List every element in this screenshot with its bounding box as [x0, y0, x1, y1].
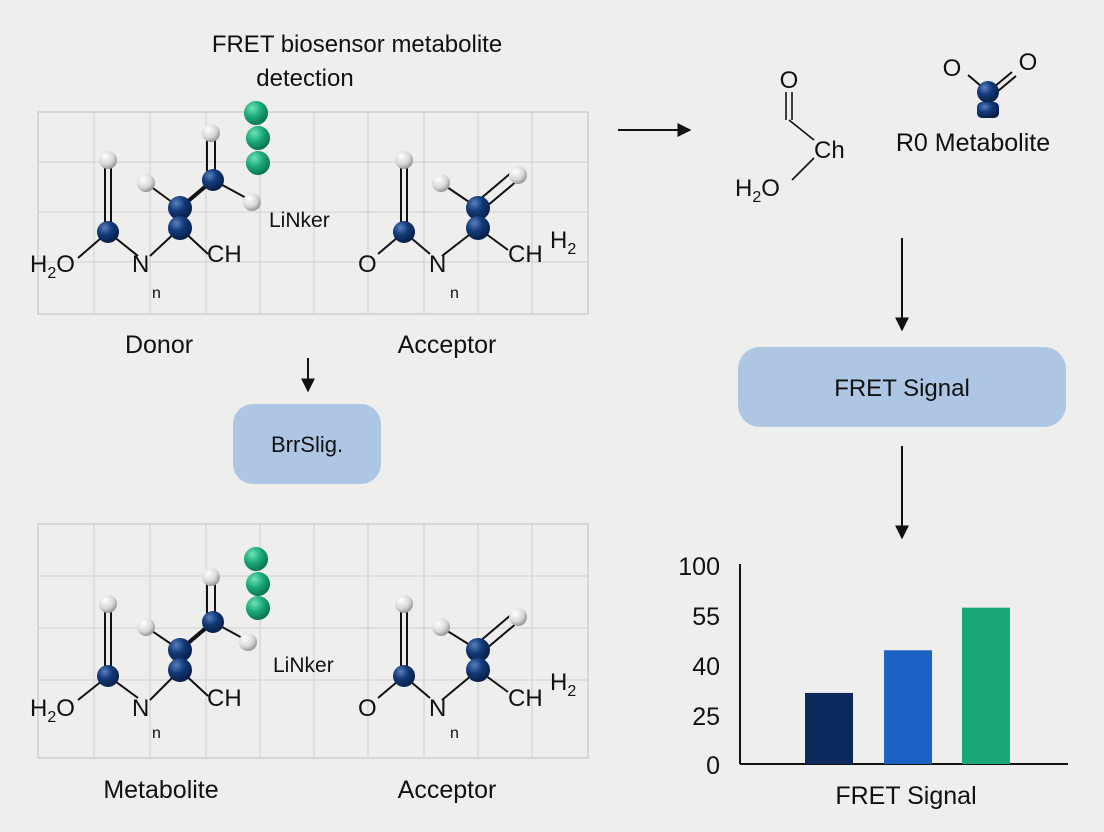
metabolite-structure: O Ch H2O [735, 67, 845, 206]
hydrogen-atom [432, 618, 450, 636]
green-bead [246, 151, 270, 175]
green-bead [244, 547, 268, 571]
y-tick-label: 40 [692, 653, 720, 681]
diagram-title-line2: detection [256, 65, 353, 92]
metabolite-icon-o1: O [943, 55, 962, 82]
donor-n-subscript: n [152, 285, 161, 302]
bar-3 [962, 607, 1010, 764]
hydrogen-atom [239, 633, 257, 651]
metabolite-icon-base [977, 102, 999, 118]
hydrogen-atom [243, 193, 261, 211]
carbon-atom [393, 221, 415, 243]
top-panel-frame [37, 111, 589, 315]
carbon-atom [393, 665, 415, 687]
bottom-n-subscript: n [152, 725, 161, 742]
hydrogen-atom [395, 595, 413, 613]
hydrogen-atom [509, 166, 527, 184]
bottom-acceptor-n-subscript: n [450, 725, 459, 742]
top-panel: H2O N CH n LiNker O N CH H2 [30, 101, 589, 359]
acceptor-o-label: O [358, 251, 377, 278]
bottom-acceptor-label: Acceptor [398, 776, 497, 804]
carbon-atom [466, 196, 490, 220]
bottom-panel: H2O N CH n LiNker O N CH H2 [30, 523, 589, 804]
middle-box-label: BrrSlig. [271, 432, 343, 457]
carbon-atom [202, 169, 224, 191]
hydrogen-atom [509, 608, 527, 626]
hydrogen-atom [202, 124, 220, 142]
green-bead [246, 572, 270, 596]
donor-n-label: N [132, 251, 149, 278]
hydrogen-atom [137, 618, 155, 636]
top-acceptor-molecule: O N CH H2 n [358, 151, 576, 302]
bar-1 [805, 692, 853, 764]
carbon-atom [168, 658, 192, 682]
bottom-panel-frame [37, 523, 589, 759]
metabolite-icon-o2: O [1019, 49, 1038, 76]
bottom-h2o-label: H2O [30, 695, 75, 726]
donor-label: Donor [125, 331, 193, 359]
y-tick-labels: 0 25 40 55 100 [678, 553, 720, 780]
y-tick-label: 100 [678, 553, 720, 581]
green-bead [244, 101, 268, 125]
metabolite-label: Metabolite [103, 776, 218, 804]
bottom-acceptor-molecule: O N CH H2 n [358, 595, 576, 742]
bar-2 [884, 650, 932, 764]
carbon-atom [202, 611, 224, 633]
acceptor-ch-label: CH [508, 241, 543, 268]
hydrogen-atom [99, 595, 117, 613]
carbon-atom [466, 216, 490, 240]
carbon-atom [97, 221, 119, 243]
metabolite-title: R0 Metabolite [896, 129, 1050, 157]
metabolite-h2o-label: H2O [735, 175, 780, 206]
donor-h2o-label: H2O [30, 251, 75, 282]
hydrogen-atom [432, 174, 450, 192]
bottom-ch-label: CH [207, 685, 242, 712]
y-tick-label: 25 [692, 703, 720, 731]
carbon-atom [168, 638, 192, 662]
y-tick-label: 55 [692, 603, 720, 631]
bottom-acceptor-n-label: N [429, 695, 446, 722]
carbon-atom [97, 665, 119, 687]
bottom-linker-label: LiNker [273, 654, 334, 677]
bottom-n-label: N [132, 695, 149, 722]
hydrogen-atom [395, 151, 413, 169]
fret-signal-box [738, 347, 1066, 427]
y-tick-label: 0 [706, 752, 720, 780]
fret-signal-box-label: FRET Signal [834, 375, 970, 402]
bars [805, 607, 1010, 764]
metabolite-icon-atom [977, 81, 999, 103]
acceptor-n-subscript: n [450, 285, 459, 302]
bottom-panel-gridlines [38, 524, 588, 758]
donor-molecule: H2O N CH n [30, 101, 270, 302]
acceptor-h2-label: H2 [550, 227, 576, 258]
green-bead [246, 126, 270, 150]
diagram-title-line1: FRET biosensor metabolite [212, 31, 502, 58]
bottom-metabolite-molecule: H2O N CH n [30, 547, 270, 742]
metabolite-icon: O O [943, 49, 1038, 118]
bottom-acceptor-ch-label: CH [508, 685, 543, 712]
top-acceptor-label: Acceptor [398, 331, 497, 359]
middle-box [233, 404, 381, 484]
green-bead [246, 596, 270, 620]
bottom-acceptor-h2-label: H2 [550, 669, 576, 700]
acceptor-n-label: N [429, 251, 446, 278]
metabolite-o-label: O [780, 67, 799, 94]
x-axis-label: FRET Signal [835, 782, 976, 810]
hydrogen-atom [99, 151, 117, 169]
bottom-acceptor-o-label: O [358, 695, 377, 722]
donor-ch-label: CH [207, 241, 242, 268]
hydrogen-atom [137, 174, 155, 192]
top-linker-label: LiNker [269, 209, 330, 232]
metabolite-ch-label: Ch [814, 137, 845, 164]
carbon-atom [466, 658, 490, 682]
fret-bar-chart: 0 25 40 55 100 FRET Signal [678, 553, 1068, 810]
carbon-atom [466, 638, 490, 662]
carbon-atom [168, 216, 192, 240]
carbon-atom [168, 196, 192, 220]
hydrogen-atom [202, 568, 220, 586]
